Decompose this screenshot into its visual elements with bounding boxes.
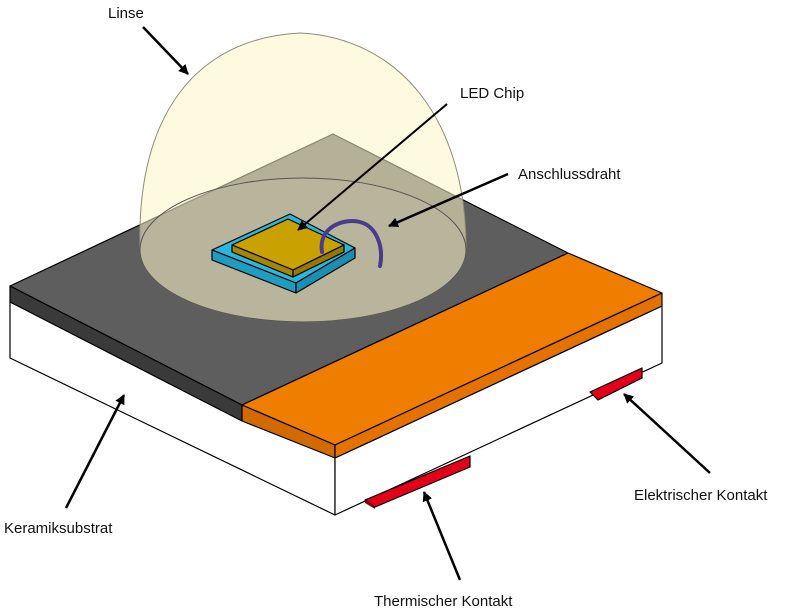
label-ceramic-substrate: Keramiksubstrat bbox=[4, 520, 113, 537]
chip-submount-side bbox=[295, 247, 356, 294]
leader-arrows bbox=[64, 26, 711, 581]
label-thermal-contact: Thermischer Kontakt bbox=[374, 593, 513, 610]
chip-die-side bbox=[292, 244, 345, 278]
arrow-icon bbox=[297, 103, 448, 231]
thermal-contact-pad bbox=[364, 455, 471, 508]
label-led-chip: LED Chip bbox=[460, 85, 524, 102]
arrow-icon bbox=[64, 394, 126, 509]
arrow-icon bbox=[388, 172, 509, 228]
led-chip bbox=[211, 213, 356, 294]
arrow-icon bbox=[422, 491, 462, 581]
orange-pad-side bbox=[334, 292, 663, 459]
arrow-icon bbox=[142, 26, 189, 75]
labels: Linse LED Chip Anschlussdraht Keramiksub… bbox=[4, 5, 768, 610]
arrow-icon bbox=[623, 393, 711, 474]
orange-pad bbox=[241, 252, 663, 459]
thermal-contact-edge bbox=[365, 500, 375, 509]
label-bond-wire: Anschlussdraht bbox=[518, 166, 621, 183]
electrical-contact-pad bbox=[589, 367, 643, 401]
label-lens: Linse bbox=[108, 5, 144, 22]
bond-wire bbox=[319, 219, 383, 268]
contacts bbox=[364, 367, 643, 509]
label-electrical-contact: Elektrischer Kontakt bbox=[634, 487, 768, 504]
